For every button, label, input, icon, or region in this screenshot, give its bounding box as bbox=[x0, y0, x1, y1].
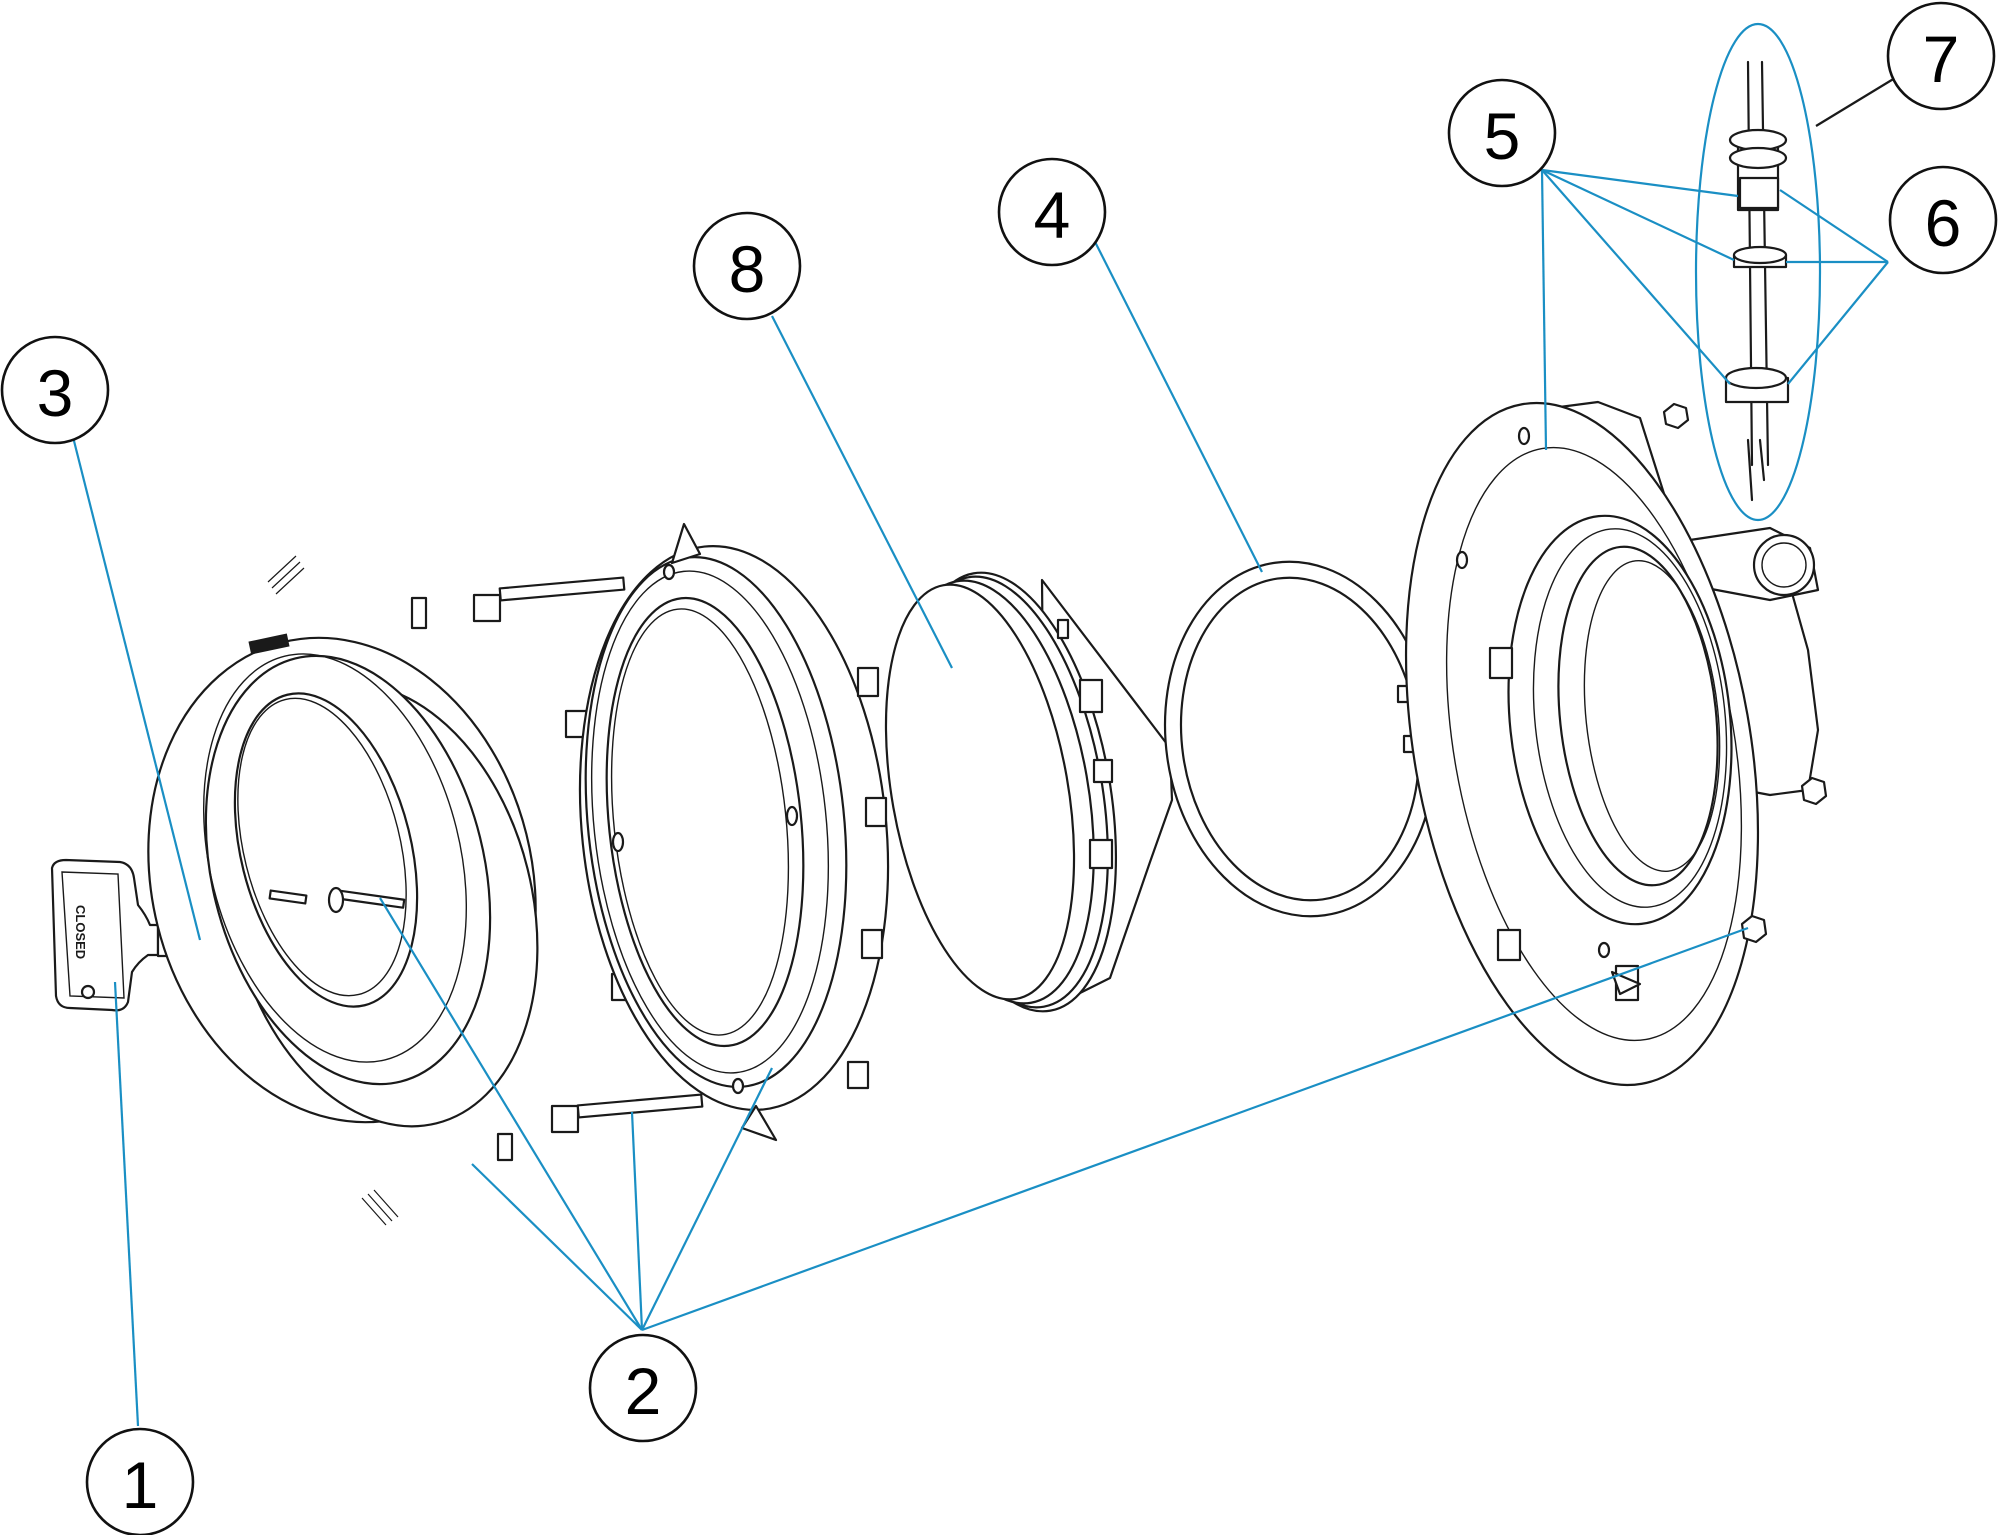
mounting-flange-part bbox=[578, 522, 890, 1142]
leader-8 bbox=[771, 315, 953, 669]
leader-6a bbox=[1779, 189, 1889, 263]
svg-text:8: 8 bbox=[729, 232, 766, 306]
svg-text:1: 1 bbox=[122, 1448, 159, 1522]
leader-2d bbox=[641, 1067, 773, 1331]
callout-2: 2 bbox=[588, 1333, 698, 1443]
svg-text:7: 7 bbox=[1923, 22, 1960, 96]
leader-3 bbox=[70, 432, 202, 941]
leader-7-bracket bbox=[1694, 22, 1822, 522]
callout-1: 1 bbox=[85, 1427, 195, 1535]
leader-2e bbox=[641, 926, 1749, 1332]
leader-7 bbox=[1815, 77, 1896, 127]
leader-2b bbox=[379, 897, 643, 1331]
callout-7: 7 bbox=[1886, 1, 1996, 111]
nuts-part bbox=[1662, 402, 1828, 944]
svg-text:3: 3 bbox=[37, 356, 74, 430]
callout-3: 3 bbox=[0, 335, 110, 445]
lamp-part bbox=[884, 571, 1191, 1013]
leader-5c bbox=[1541, 169, 1735, 261]
leader-5b bbox=[1541, 168, 1739, 198]
trim-ring-part bbox=[147, 555, 539, 1226]
svg-text:5: 5 bbox=[1484, 99, 1521, 173]
leader-6c bbox=[1787, 261, 1889, 385]
leader-5a bbox=[1540, 169, 1548, 451]
svg-text:6: 6 bbox=[1925, 186, 1962, 260]
niche-housing-part bbox=[1404, 400, 1820, 1087]
leader-4 bbox=[1085, 223, 1263, 573]
svg-text:4: 4 bbox=[1034, 178, 1071, 252]
callout-6: 6 bbox=[1888, 165, 1998, 275]
cable-gland-part bbox=[1724, 60, 1790, 502]
leader-5d bbox=[1541, 169, 1731, 385]
callout-4: 4 bbox=[997, 157, 1107, 267]
gasket-part bbox=[1163, 560, 1437, 918]
svg-text:2: 2 bbox=[625, 1354, 662, 1428]
leader-1 bbox=[113, 981, 140, 1427]
callout-5: 5 bbox=[1447, 78, 1557, 188]
leader-2c bbox=[630, 1111, 644, 1331]
leader-lines bbox=[70, 22, 1896, 1427]
key-marking-text: CLOSED bbox=[73, 905, 88, 959]
callout-8: 8 bbox=[692, 211, 802, 321]
leader-2a bbox=[471, 1163, 643, 1331]
